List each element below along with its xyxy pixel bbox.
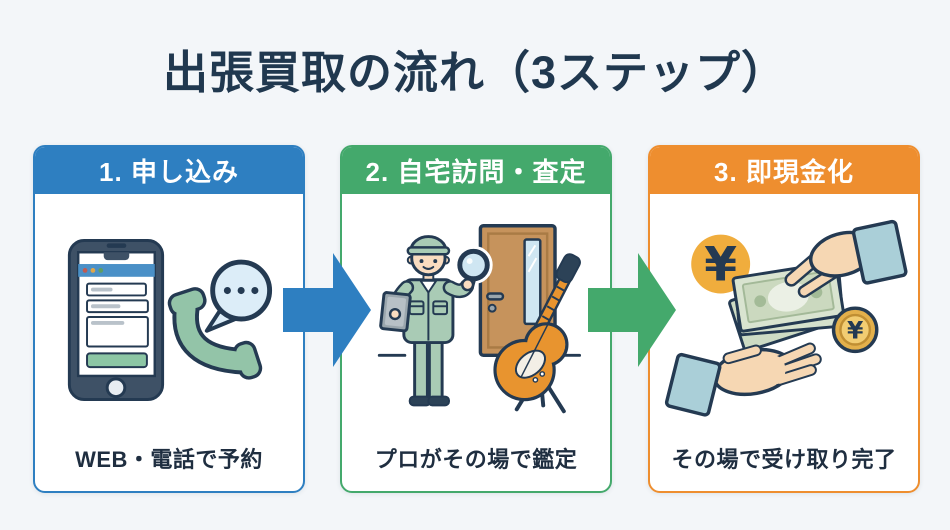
step-card-3: 3. 即現金化 ¥ ¥ — [648, 145, 920, 493]
smartphone-icon — [67, 238, 165, 401]
phone-handset-icon — [167, 287, 263, 380]
step-header-1: 1. 申し込み — [35, 147, 303, 194]
step-header-2: 2. 自宅訪問・査定 — [342, 147, 610, 194]
guitar-icon — [493, 253, 581, 414]
step-body-2: プロがその場で鑑定 — [342, 194, 610, 490]
step-caption-3: その場で受け取り完了 — [671, 447, 897, 472]
page-title: 出張買取の流れ（3ステップ） — [162, 47, 788, 98]
step-body-3: ¥ ¥ — [650, 194, 918, 490]
step3-illustration: ¥ ¥ — [664, 219, 908, 417]
step-caption-1: WEB・電話で予約 — [75, 447, 263, 472]
receiving-hand-icon — [664, 342, 822, 417]
step-caption-2: プロがその場で鑑定 — [374, 447, 578, 472]
svg-text:¥: ¥ — [847, 317, 864, 345]
step-header-3: 3. 即現金化 — [650, 147, 918, 194]
speech-bubble-icon — [204, 259, 273, 333]
giving-hand-icon — [784, 219, 908, 298]
yen-coin-icon: ¥ — [831, 306, 879, 354]
step1-illustration — [67, 238, 273, 401]
arrow-step2-to-step3 — [588, 253, 676, 367]
magnifier-icon — [454, 245, 493, 292]
svg-text:¥: ¥ — [704, 238, 737, 293]
step-body-1: WEB・電話で予約 — [35, 194, 303, 490]
appraiser-figure — [379, 235, 493, 407]
step2-illustration — [377, 224, 582, 414]
step-card-2: 2. 自宅訪問・査定 — [340, 145, 612, 493]
arrow-step1-to-step2 — [283, 253, 371, 367]
step-card-1: 1. 申し込み — [33, 145, 305, 493]
